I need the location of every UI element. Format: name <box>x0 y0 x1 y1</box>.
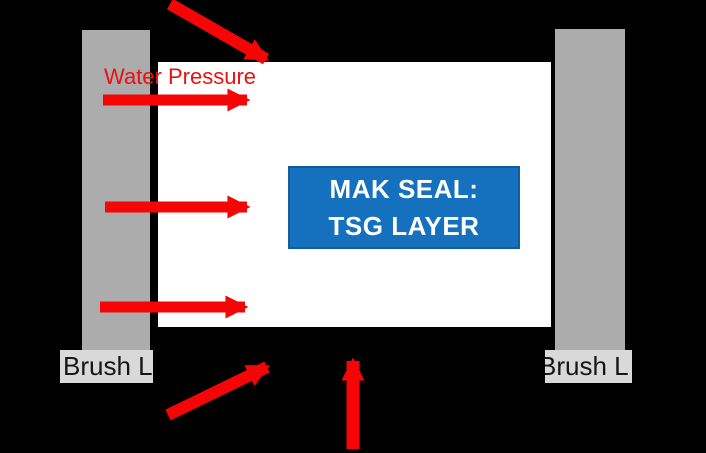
brush-label-right-text: Brush L <box>545 351 629 381</box>
mak-seal-box: MAK SEAL: TSG LAYER <box>288 166 520 249</box>
right-brush-bar <box>555 29 625 375</box>
brush-label-left: Brush L <box>60 350 153 383</box>
water-pressure-label: Water Pressure <box>104 64 257 89</box>
seal-box-line2: TSG LAYER <box>328 210 480 241</box>
seal-box-line1: MAK SEAL: <box>329 173 479 204</box>
brush-label-left-text: Brush L <box>63 351 153 381</box>
left-brush-bar <box>82 30 150 372</box>
pressure-arrow-top-diagonal <box>167 0 269 65</box>
brush-label-right: Brush L <box>545 350 632 383</box>
pressure-arrow-bottom-diagonal <box>165 361 271 421</box>
